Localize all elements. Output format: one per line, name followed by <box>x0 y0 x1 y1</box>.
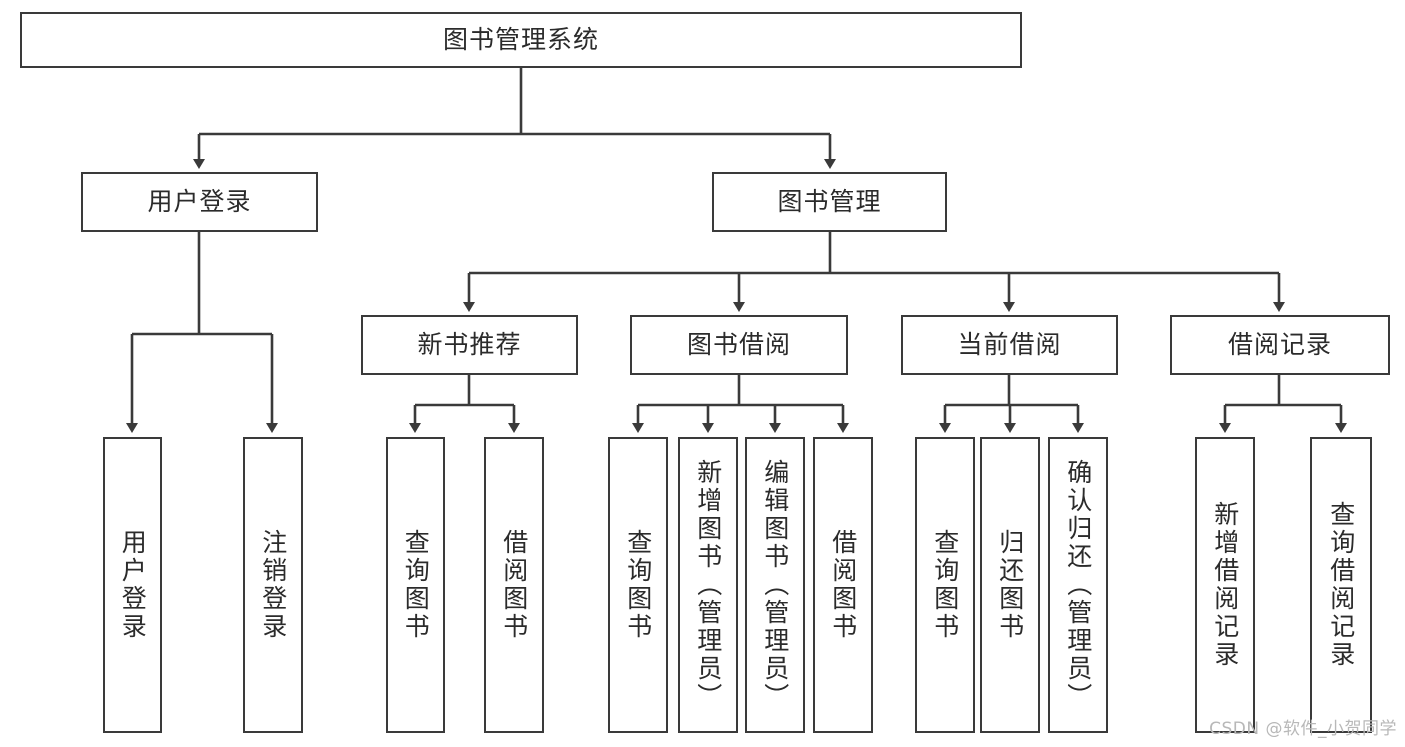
node-book-management[interactable]: 图书管理 <box>712 172 947 232</box>
leaf-label: 查询借阅记录 <box>1326 501 1356 669</box>
leaf-label: 新增借阅记录 <box>1210 501 1240 669</box>
node-book-borrow-label: 图书借阅 <box>686 330 791 360</box>
node-user-login-label: 用户登录 <box>147 187 252 217</box>
node-current-borrow[interactable]: 当前借阅 <box>901 315 1118 375</box>
node-current-borrow-label: 当前借阅 <box>957 330 1062 360</box>
node-borrow-record[interactable]: 借阅记录 <box>1170 315 1390 375</box>
leaf-label: 查询图书 <box>930 529 960 641</box>
leaf-label: 用户登录 <box>118 529 148 641</box>
node-book-borrow[interactable]: 图书借阅 <box>630 315 848 375</box>
leaf-borrow-edit-book[interactable]: 编辑图书（管理员） <box>745 437 805 733</box>
leaf-borrow-borrow-book[interactable]: 借阅图书 <box>813 437 873 733</box>
leaf-label: 新增图书（管理员） <box>693 459 723 711</box>
leaf-label: 查询图书 <box>623 529 653 641</box>
leaf-user-login-login[interactable]: 用户登录 <box>103 437 162 733</box>
node-new-book-recommend[interactable]: 新书推荐 <box>361 315 578 375</box>
leaf-new-book-query[interactable]: 查询图书 <box>386 437 445 733</box>
node-root[interactable]: 图书管理系统 <box>20 12 1022 68</box>
leaf-record-add[interactable]: 新增借阅记录 <box>1195 437 1255 733</box>
leaf-label: 注销登录 <box>258 529 288 641</box>
leaf-current-confirm-return[interactable]: 确认归还（管理员） <box>1048 437 1108 733</box>
leaf-user-login-logout[interactable]: 注销登录 <box>243 437 303 733</box>
leaf-label: 确认归还（管理员） <box>1063 459 1093 711</box>
leaf-current-return-book[interactable]: 归还图书 <box>980 437 1040 733</box>
node-root-label: 图书管理系统 <box>442 25 599 55</box>
leaf-borrow-query-book[interactable]: 查询图书 <box>608 437 668 733</box>
leaf-record-query[interactable]: 查询借阅记录 <box>1310 437 1372 733</box>
leaf-label: 归还图书 <box>995 529 1025 641</box>
node-book-management-label: 图书管理 <box>777 187 882 217</box>
leaf-new-book-borrow[interactable]: 借阅图书 <box>484 437 544 733</box>
node-new-book-recommend-label: 新书推荐 <box>417 330 522 360</box>
csdn-watermark: CSDN @软件_小贺同学 <box>1209 719 1397 739</box>
node-borrow-record-label: 借阅记录 <box>1227 330 1332 360</box>
leaf-current-query-book[interactable]: 查询图书 <box>915 437 975 733</box>
leaf-label: 借阅图书 <box>499 529 529 641</box>
leaf-label: 借阅图书 <box>828 529 858 641</box>
leaf-label: 查询图书 <box>401 529 431 641</box>
node-user-login[interactable]: 用户登录 <box>81 172 318 232</box>
leaf-label: 编辑图书（管理员） <box>760 459 790 711</box>
leaf-borrow-add-book[interactable]: 新增图书（管理员） <box>678 437 738 733</box>
